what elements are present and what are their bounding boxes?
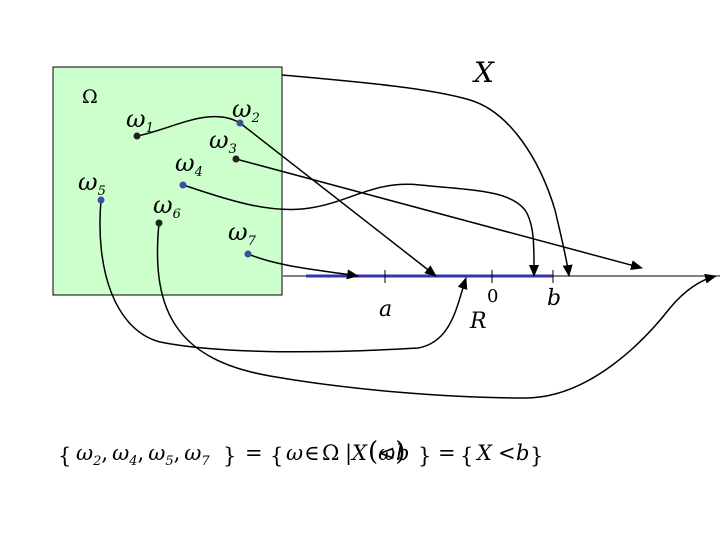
point-w4-label: ω4 bbox=[175, 149, 203, 180]
point-w3-dot bbox=[232, 155, 240, 163]
formula-b-2: b bbox=[516, 441, 529, 465]
event-formula: { ω2,ω4,ω5,ω7 } = { ω ∈ Ω | X(ω) < b } =… bbox=[58, 437, 543, 469]
tick-label-zero: 0 bbox=[487, 286, 498, 307]
formula-brace-close-1: } bbox=[223, 444, 236, 468]
formula-b-1: b bbox=[396, 441, 409, 465]
formula-brace-open-3: { bbox=[460, 444, 473, 468]
point-w6-dot bbox=[155, 219, 163, 227]
formula-omega-var: ω bbox=[286, 441, 303, 465]
formula-such-that: | bbox=[345, 441, 352, 466]
point-w4-dot bbox=[179, 181, 187, 189]
arrow-w7 bbox=[247, 253, 359, 280]
arrow-w4 bbox=[182, 183, 540, 277]
arrow-w1-curve bbox=[136, 115, 241, 137]
formula-set-elements: ω2,ω4,ω5,ω7 bbox=[76, 441, 210, 469]
point-w3-label: ω3 bbox=[209, 126, 237, 157]
real-line-label: R bbox=[469, 309, 487, 334]
formula-element-of: ∈ bbox=[304, 441, 320, 465]
arrow-w2 bbox=[239, 122, 437, 277]
mapping-arrows bbox=[99, 74, 717, 399]
point-w7-dot bbox=[244, 250, 252, 258]
tick-label-b: b bbox=[547, 286, 561, 311]
formula-brace-close-2: } bbox=[418, 444, 431, 468]
formula-less-than-2: < bbox=[498, 441, 516, 465]
point-w6-label: ω6 bbox=[153, 191, 181, 222]
point-w1-label: ω1 bbox=[126, 105, 154, 136]
omega-box bbox=[52, 66, 283, 296]
formula-less-than-1: < bbox=[378, 441, 396, 465]
point-w2-dot bbox=[236, 119, 244, 127]
formula-equals-2: = bbox=[438, 441, 456, 465]
arrow-w3 bbox=[235, 158, 643, 270]
formula-x: X bbox=[475, 441, 493, 465]
formula-equals-1: = bbox=[245, 441, 263, 465]
point-w5-dot bbox=[97, 196, 105, 204]
formula-brace-open-2: { bbox=[270, 444, 283, 468]
formula-brace-open-1: { bbox=[58, 444, 71, 468]
point-w2-label: ω2 bbox=[232, 95, 260, 126]
formula-x-of-omega: X(ω) bbox=[350, 437, 405, 467]
point-w5-label: ω5 bbox=[78, 168, 106, 199]
arrow-w6 bbox=[156, 222, 717, 399]
formula-omega-set: Ω bbox=[322, 441, 339, 465]
arrow-w5 bbox=[99, 199, 468, 353]
point-labels: ω1 ω2 ω3 ω4 ω5 ω6 ω7 bbox=[78, 95, 260, 249]
arrow-x-mapping bbox=[281, 74, 573, 277]
point-w7-label: ω7 bbox=[228, 218, 257, 249]
formula-brace-close-3: } bbox=[530, 444, 543, 468]
mapping-label-x: X bbox=[472, 56, 495, 89]
point-w1-dot bbox=[133, 132, 141, 140]
tick-label-a: a bbox=[379, 297, 392, 322]
omega-symbol: Ω bbox=[82, 86, 98, 108]
sample-points bbox=[97, 119, 252, 258]
